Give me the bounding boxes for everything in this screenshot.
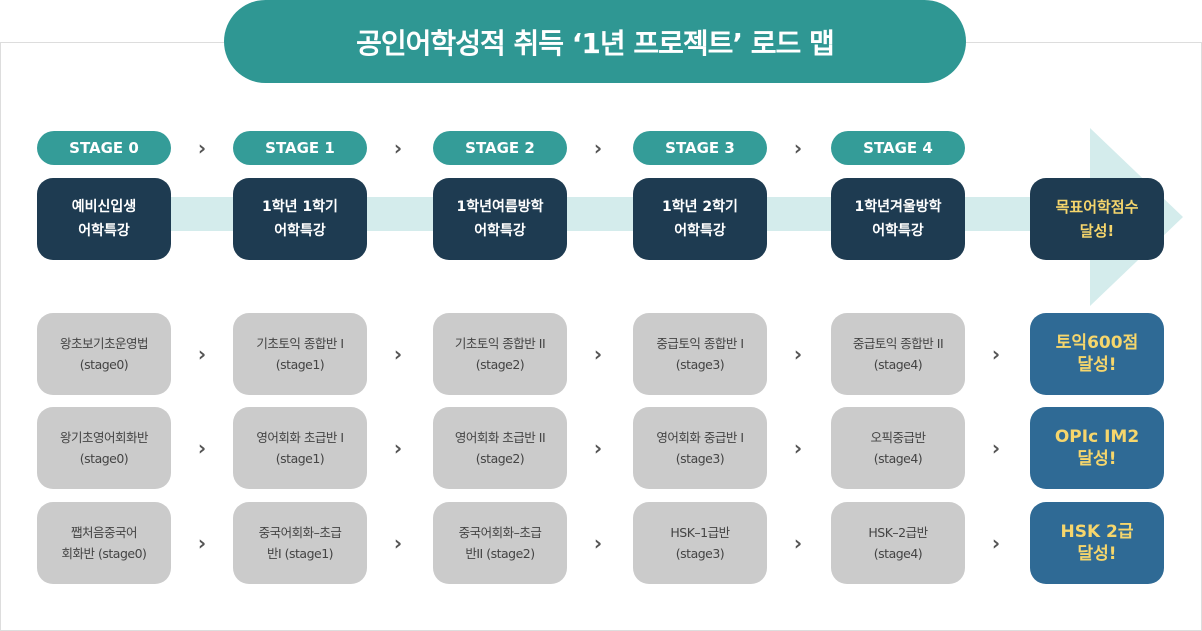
course-box: 오픽중급반 (stage4) bbox=[831, 407, 965, 489]
course-box: 중국어회화–초급 반I (stage1) bbox=[233, 502, 367, 584]
chevron-right-icon: › bbox=[393, 136, 403, 160]
stage-pill: STAGE 3 bbox=[633, 131, 767, 165]
course-box: 중국어회화–초급 반II (stage2) bbox=[433, 502, 567, 584]
chevron-right-icon: › bbox=[593, 342, 603, 366]
chevron-right-icon: › bbox=[991, 342, 1001, 366]
course-box: 중급토익 종합반 II (stage4) bbox=[831, 313, 965, 395]
stage-pill: STAGE 2 bbox=[433, 131, 567, 165]
result-box: 토익600점 달성! bbox=[1030, 313, 1164, 395]
stage-pill: STAGE 0 bbox=[37, 131, 171, 165]
chevron-right-icon: › bbox=[593, 136, 603, 160]
chevron-right-icon: › bbox=[991, 436, 1001, 460]
chevron-right-icon: › bbox=[793, 531, 803, 555]
chevron-right-icon: › bbox=[197, 436, 207, 460]
chevron-right-icon: › bbox=[593, 531, 603, 555]
chevron-right-icon: › bbox=[197, 136, 207, 160]
goal-box: 목표어학점수 달성! bbox=[1030, 178, 1164, 260]
chevron-right-icon: › bbox=[393, 342, 403, 366]
chevron-right-icon: › bbox=[991, 531, 1001, 555]
course-box: 기초토익 종합반 I (stage1) bbox=[233, 313, 367, 395]
chevron-right-icon: › bbox=[393, 436, 403, 460]
period-box: 1학년겨울방학 어학특강 bbox=[831, 178, 965, 260]
course-box: 기초토익 종합반 II (stage2) bbox=[433, 313, 567, 395]
result-box: OPIc IM2 달성! bbox=[1030, 407, 1164, 489]
result-box: HSK 2급 달성! bbox=[1030, 502, 1164, 584]
chevron-right-icon: › bbox=[593, 436, 603, 460]
course-box: 왕기초영어회화반 (stage0) bbox=[37, 407, 171, 489]
course-box: 왕초보기초운영법 (stage0) bbox=[37, 313, 171, 395]
course-box: 쨉처음중국어 회화반 (stage0) bbox=[37, 502, 171, 584]
course-box: HSK–2급반 (stage4) bbox=[831, 502, 965, 584]
course-box: HSK–1급반 (stage3) bbox=[633, 502, 767, 584]
course-box: 영어회화 초급반 II (stage2) bbox=[433, 407, 567, 489]
course-box: 영어회화 중급반 I (stage3) bbox=[633, 407, 767, 489]
page-title: 공인어학성적 취득 ‘1년 프로젝트’ 로드 맵 bbox=[224, 0, 966, 83]
period-box: 예비신입생 어학특강 bbox=[37, 178, 171, 260]
course-box: 영어회화 초급반 I (stage1) bbox=[233, 407, 367, 489]
chevron-right-icon: › bbox=[197, 342, 207, 366]
chevron-right-icon: › bbox=[793, 436, 803, 460]
chevron-right-icon: › bbox=[197, 531, 207, 555]
course-box: 중급토익 종합반 I (stage3) bbox=[633, 313, 767, 395]
stage-pill: STAGE 4 bbox=[831, 131, 965, 165]
stage-pill: STAGE 1 bbox=[233, 131, 367, 165]
period-box: 1학년 2학기 어학특강 bbox=[633, 178, 767, 260]
period-box: 1학년 1학기 어학특강 bbox=[233, 178, 367, 260]
chevron-right-icon: › bbox=[793, 136, 803, 160]
chevron-right-icon: › bbox=[793, 342, 803, 366]
period-box: 1학년여름방학 어학특강 bbox=[433, 178, 567, 260]
chevron-right-icon: › bbox=[393, 531, 403, 555]
